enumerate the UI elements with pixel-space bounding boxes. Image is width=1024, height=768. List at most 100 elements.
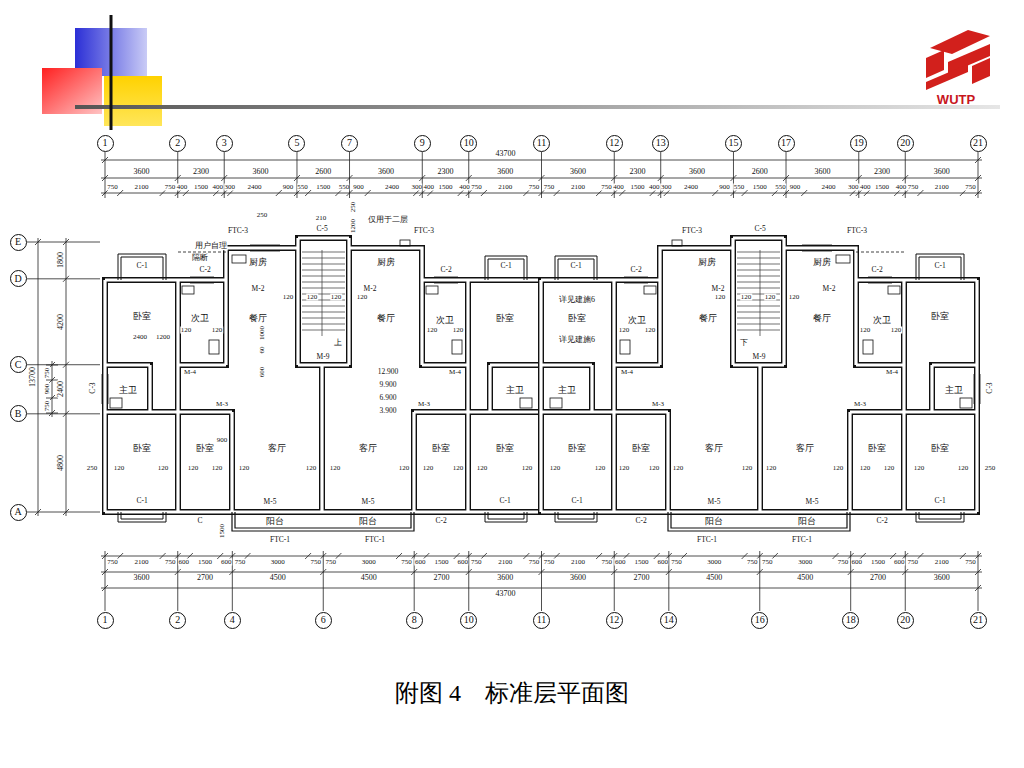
axis-number: 14	[664, 615, 674, 625]
dimension-line	[481, 190, 487, 196]
axis-number: 11	[537, 615, 547, 625]
dimension-line	[46, 413, 58, 414]
dimension-text: 3600	[133, 168, 150, 176]
dimension-text: 3000	[798, 559, 813, 566]
plan-label: 1000	[259, 326, 266, 341]
dimension-text: 750	[471, 559, 483, 566]
plan-label: FTC-3	[681, 227, 702, 235]
dimension-text: 400	[212, 184, 224, 191]
dimension-text: 3600	[689, 168, 706, 176]
figure-caption: 附图 4 标准层平面图	[395, 681, 629, 705]
dimension-text: 750	[44, 367, 51, 379]
plan-label: 120	[913, 465, 925, 472]
plan-label: 250	[86, 465, 98, 472]
plan-label: 详见建施6	[559, 336, 596, 344]
plan-label: M-5	[263, 498, 277, 506]
dimension-line	[554, 190, 560, 196]
plan-label: 9.900	[379, 381, 397, 389]
plan-label: M-5	[805, 498, 819, 506]
dimension-text: 2100	[570, 184, 585, 191]
dimension-line	[323, 551, 324, 611]
dimension-text: 2100	[934, 184, 949, 191]
dimension-text: 750	[528, 184, 540, 191]
plan-label: 卧室	[432, 444, 451, 453]
plan-label: 120	[890, 327, 902, 334]
axis-bubble: 8	[406, 612, 423, 629]
axis-bubble: 17	[778, 135, 795, 152]
axis-number: 12	[609, 615, 619, 625]
dimension-text: 3600	[933, 168, 950, 176]
dimension-line	[541, 152, 542, 198]
plan-label: C-2	[630, 266, 642, 274]
plan-label: 120	[476, 465, 488, 472]
dimension-text: 2700	[197, 574, 214, 582]
dimension-line	[422, 152, 423, 198]
dimension-text: 750	[164, 184, 176, 191]
dimension-line	[105, 551, 106, 611]
dimension-text: 600	[221, 559, 233, 566]
dimension-line	[52, 361, 53, 417]
dimension-text: 3000	[707, 559, 722, 566]
axis-number: 20	[900, 138, 910, 148]
plan-label: 厨房	[249, 258, 268, 267]
dimension-text: 750	[310, 559, 322, 566]
axis-bubble: 19	[850, 135, 867, 152]
dimension-text: 400	[860, 184, 872, 191]
dimension-text: 550	[297, 184, 309, 191]
plan-label: FTC-1	[696, 536, 717, 544]
plan-label: 餐厅	[699, 314, 718, 323]
plan-label: M-2	[363, 285, 377, 293]
dimension-text: 2300	[874, 168, 891, 176]
axis-number: 1	[103, 615, 108, 625]
dimension-text: 1500	[316, 184, 331, 191]
dimension-line	[733, 152, 734, 198]
axis-number: 3	[222, 138, 227, 148]
axis-number: 4	[230, 615, 235, 625]
plan-label: 餐厅	[249, 314, 268, 323]
axis-number: 5	[294, 138, 299, 148]
dimension-line	[850, 190, 856, 196]
dimension-text: 900	[44, 383, 51, 395]
plan-label: 阳台	[266, 517, 285, 526]
dimension-text: 3000	[270, 559, 285, 566]
axis-bubble: 12	[606, 612, 623, 629]
dimension-text: 600	[178, 559, 190, 566]
plan-label: 3.900	[379, 407, 397, 415]
dimension-text: 1500	[752, 184, 767, 191]
axis-bubble: 20	[897, 612, 914, 629]
plan-label: C-2	[199, 266, 211, 274]
plan-label: 120	[398, 465, 410, 472]
dimension-line	[905, 152, 906, 198]
deco-bar	[75, 105, 1000, 109]
dimension-line	[296, 152, 297, 198]
deco-yellow-square	[104, 76, 162, 126]
dimension-text: 900	[282, 184, 294, 191]
dimension-text: 1500	[630, 184, 645, 191]
axis-bubble: 11	[533, 612, 550, 629]
plan-label: FTC-1	[269, 536, 290, 544]
axis-number: 16	[755, 615, 765, 625]
dimension-text: 3600	[252, 168, 269, 176]
dimension-line	[801, 190, 807, 196]
dimension-line	[117, 190, 123, 196]
plan-label: C-1	[570, 262, 582, 270]
dimension-text: 750	[601, 184, 613, 191]
axis-bubble: 3	[216, 135, 233, 152]
plan-label: M-3	[853, 401, 866, 408]
plan-label: 餐厅	[377, 314, 396, 323]
plan-label: 120	[187, 465, 199, 472]
plan-label: FTC-3	[846, 227, 867, 235]
plan-label: 卧室	[133, 312, 152, 321]
axis-bubble: 21	[970, 135, 987, 152]
plan-label: 120	[859, 465, 871, 472]
dimension-text: 400	[176, 184, 188, 191]
dimension-text: 750	[543, 559, 555, 566]
plan-label: 卧室	[868, 444, 887, 453]
plan-label: 卧室	[568, 444, 587, 453]
logo-text: WUTP	[936, 93, 975, 106]
plan-left-half	[102, 238, 541, 531]
plan-label: M-3	[417, 401, 430, 408]
dimension-line	[523, 190, 529, 196]
dimension-line	[413, 190, 419, 196]
dimension-text: 2300	[437, 168, 454, 176]
